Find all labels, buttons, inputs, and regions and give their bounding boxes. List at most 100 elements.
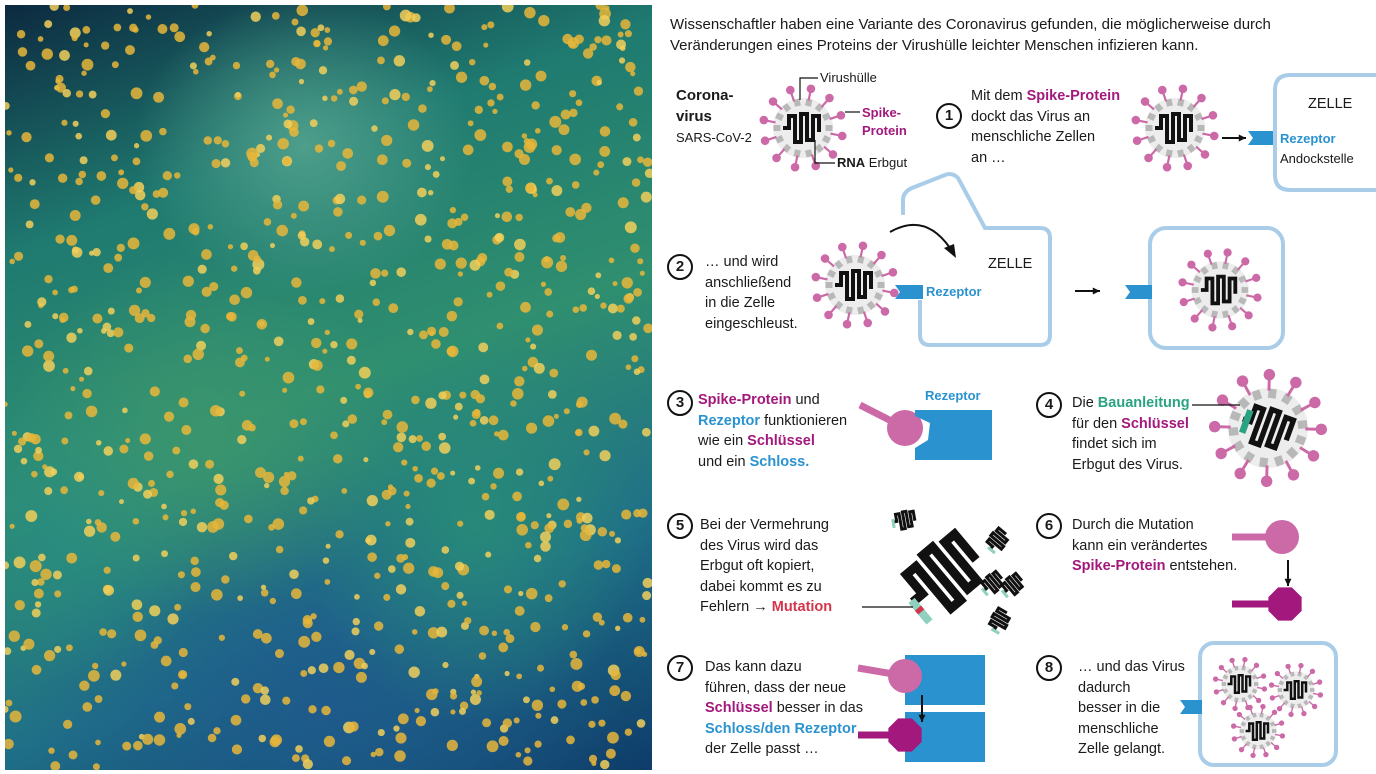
- virus-particle: [621, 277, 633, 289]
- virus-particle: [163, 411, 175, 422]
- virus-particle: [468, 58, 476, 66]
- virus-particle: [83, 525, 96, 537]
- highlight-term: Rezeptor: [698, 412, 761, 429]
- virus-particle: [256, 318, 268, 330]
- envelope-protein: [1240, 721, 1247, 727]
- virus-particle: [77, 473, 84, 480]
- virus-particle: [316, 385, 325, 394]
- virus-particle: [396, 432, 407, 443]
- docking-site-label: Andockstelle: [1280, 151, 1354, 166]
- virus-particle: [189, 62, 197, 70]
- virus-particle: [139, 276, 151, 289]
- spike-head: [1144, 153, 1153, 163]
- virus-particle: [240, 286, 253, 299]
- virus-particle: [18, 437, 27, 446]
- virus-particle: [572, 306, 580, 314]
- virus-particle: [616, 304, 625, 313]
- virus-particle: [481, 24, 488, 31]
- virus-particle: [235, 347, 243, 355]
- virus-particle: [446, 310, 458, 322]
- virus-particle: [623, 293, 634, 304]
- virus-particle: [382, 5, 391, 11]
- coronavirus-title: Corona- virus: [676, 85, 734, 127]
- virus-particle: [361, 662, 368, 670]
- virus-particle: [205, 459, 215, 469]
- virus-particle: [469, 259, 481, 271]
- virus-particle: [505, 185, 513, 193]
- sem-photo-coronavirus-on-cell: [5, 5, 652, 770]
- envelope-protein: [1254, 682, 1259, 686]
- virus-particle: [307, 666, 316, 675]
- virus-particle: [135, 287, 142, 294]
- virus-particle: [411, 13, 421, 23]
- virus-icon: [811, 241, 899, 329]
- virus-particle: [190, 567, 201, 577]
- envelope-protein: [1290, 671, 1295, 677]
- envelope-protein: [1221, 682, 1226, 686]
- virus-particle: [132, 554, 140, 562]
- virus-particle: [43, 350, 55, 362]
- virus-particle: [274, 649, 284, 659]
- virus-particle: [401, 92, 410, 102]
- step-text-line: findet sich im: [1072, 434, 1190, 455]
- mutation-marker: [914, 605, 925, 615]
- virus-particle: [377, 35, 389, 47]
- spike-head: [1187, 260, 1196, 269]
- envelope-protein: [1251, 688, 1258, 694]
- virus-particle: [340, 396, 348, 404]
- envelope-protein: [1234, 697, 1239, 703]
- virus-particle: [92, 313, 103, 324]
- virus-particle: [641, 651, 648, 657]
- envelope-protein: [1252, 744, 1257, 750]
- virus-particle: [280, 486, 289, 496]
- spike-head: [1236, 375, 1249, 387]
- virus-particle: [535, 70, 547, 82]
- spike-head: [1203, 249, 1212, 258]
- envelope-protein: [1247, 693, 1253, 700]
- virus-particle: [14, 599, 26, 611]
- virus-particle: [510, 400, 517, 407]
- virus-particle: [346, 355, 356, 365]
- virus-particle: [576, 496, 582, 503]
- virus-particle: [612, 330, 622, 340]
- virus-particle: [429, 80, 436, 87]
- virus-particle: [632, 316, 641, 325]
- virus-particle: [438, 442, 451, 454]
- virus-particle: [96, 171, 107, 181]
- virus-particle: [300, 670, 308, 677]
- virus-particle: [599, 450, 611, 462]
- virus-particle: [552, 234, 561, 243]
- virus-particle: [230, 714, 242, 726]
- virus-particle: [491, 630, 498, 637]
- virus-particle: [482, 718, 492, 728]
- virus-particle: [525, 422, 538, 434]
- highlight-term: Schlüssel: [747, 433, 815, 449]
- virus-particle: [235, 357, 245, 368]
- highlight-term: Schloss.: [749, 453, 810, 470]
- virus-particle: [94, 695, 103, 703]
- envelope-protein: [1200, 305, 1209, 314]
- virus-particle: [348, 85, 358, 95]
- envelope-protein: [1280, 392, 1293, 405]
- virus-particle: [381, 97, 389, 105]
- virus-particle: [484, 509, 495, 520]
- text-segment: Mit dem: [971, 88, 1027, 104]
- step-text-line: führen, dass der neue: [705, 678, 863, 699]
- virus-particle: [275, 545, 284, 554]
- virus-particle: [617, 31, 624, 38]
- virus-particle: [504, 670, 510, 677]
- envelope-protein: [1241, 697, 1246, 703]
- virus-particle: [374, 747, 384, 757]
- virus-particle: [469, 693, 481, 705]
- text-segment: … und wird: [705, 254, 779, 270]
- virus-particle: [211, 158, 221, 169]
- envelope-protein: [773, 125, 781, 131]
- virus-particle: [575, 400, 583, 409]
- virus-particle: [432, 170, 440, 178]
- virus-icon: [1230, 703, 1286, 759]
- virus-particle: [321, 705, 331, 716]
- virus-particle: [478, 342, 489, 353]
- spike-head: [863, 318, 873, 328]
- text-segment: funktionieren: [760, 412, 848, 429]
- virus-particle: [302, 615, 313, 625]
